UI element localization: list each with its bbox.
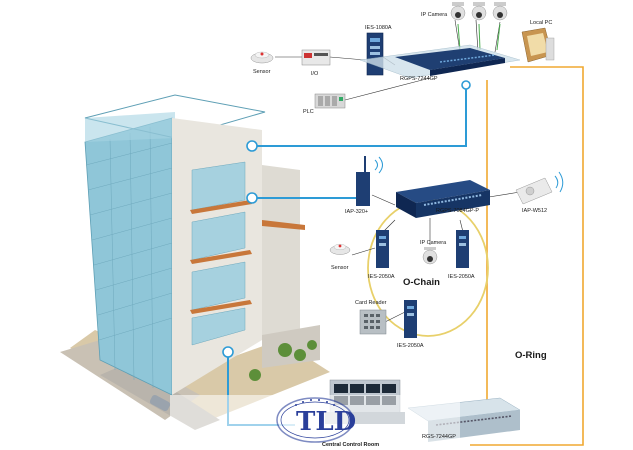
label-ies-2050a-bottom: IES-2050A (397, 343, 424, 349)
label-rgps-7084gp: RGPS-7084GP-P (436, 208, 479, 214)
watermark-caption: Central Control Room (322, 442, 379, 448)
ies-2050a-left-switch (376, 230, 389, 268)
label-o-ring: O-Ring (515, 350, 547, 361)
label-ies-1080a: IES-1080A (365, 25, 392, 31)
label-io: I/O (311, 71, 319, 77)
ip-camera-top-group (451, 2, 507, 20)
ip-camera-mid (423, 247, 437, 264)
local-pc (522, 28, 554, 62)
ies-1080a-switch (367, 33, 383, 75)
ies-2050a-bottom-switch (404, 300, 417, 338)
iap-w512-ap (516, 172, 563, 204)
smoke-sensor-mid (330, 244, 350, 254)
label-iap-320: IAP-320+ (345, 209, 368, 215)
label-ies-2050a-right: IES-2050A (448, 274, 475, 280)
plc-device (315, 94, 345, 108)
label-o-chain: O-Chain (403, 277, 440, 288)
label-ies-2050a-left: IES-2050A (368, 274, 395, 280)
label-rgs-7244gp: RGS-7244GP (422, 434, 456, 440)
label-card-reader: Card Reader (355, 300, 387, 306)
o-ring-line (468, 67, 583, 445)
label-sensor-mid: Sensor (331, 265, 349, 271)
rgps-7244gp-top-switch (360, 45, 520, 78)
smoke-sensor-top (251, 52, 273, 63)
iap-320-ap (356, 156, 383, 206)
label-ip-camera-top: IP Camera (421, 12, 448, 18)
ies-2050a-right-switch (456, 230, 469, 268)
card-reader (360, 310, 386, 334)
io-module (302, 50, 330, 65)
label-plc: PLC (303, 109, 314, 115)
label-local-pc: Local PC (530, 20, 552, 26)
label-sensor-top: Sensor (253, 69, 271, 75)
label-iap-w512: IAP-W512 (522, 208, 547, 214)
label-ip-camera-mid: IP Camera (420, 240, 447, 246)
label-rgps-7244gp-top: RGPS-7244GP (400, 76, 438, 82)
watermark-letters: TLD (296, 407, 356, 437)
